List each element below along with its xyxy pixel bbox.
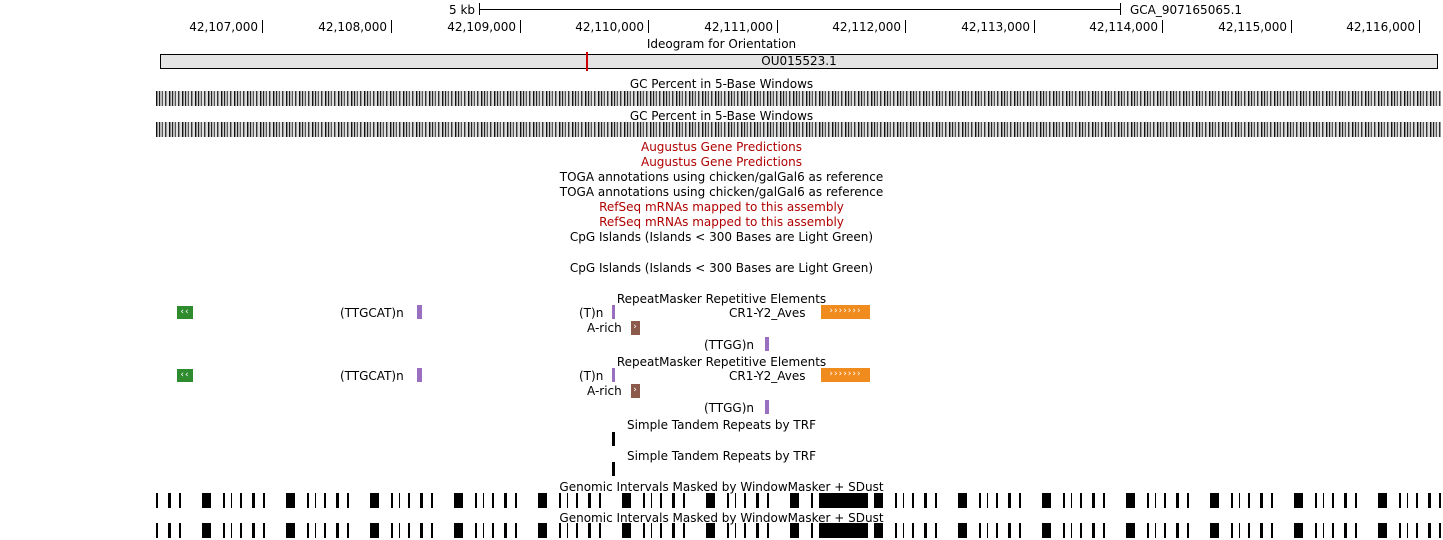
ruler-tick bbox=[1162, 20, 1163, 33]
coord-label: 42,108,000 bbox=[318, 20, 387, 34]
ruler-tick bbox=[520, 20, 521, 33]
repeat-simple-feature[interactable] bbox=[612, 305, 615, 319]
ruler-tick bbox=[1419, 20, 1420, 33]
chevron-right-icon: › bbox=[633, 385, 638, 395]
chromosome-label: OU015523.1 bbox=[761, 54, 837, 68]
coord-label: 42,115,000 bbox=[1218, 20, 1287, 34]
gc-track-title[interactable]: GC Percent in 5-Base Windows bbox=[629, 109, 814, 123]
cpg-track-title[interactable]: CpG Islands (Islands < 300 Bases are Lig… bbox=[569, 261, 874, 275]
toga-track-title[interactable]: TOGA annotations using chicken/galGal6 a… bbox=[559, 170, 884, 184]
assembly-label: GCA_907165065.1 bbox=[1130, 3, 1243, 17]
augustus-track-title[interactable]: Augustus Gene Predictions bbox=[640, 155, 802, 169]
coord-label: 42,113,000 bbox=[961, 20, 1030, 34]
repeat-simple-feature[interactable] bbox=[612, 368, 615, 382]
repeat-label: (TTGCAT)n bbox=[340, 369, 404, 383]
repeat-simple-feature[interactable] bbox=[417, 368, 422, 382]
ruler-tick bbox=[648, 20, 649, 33]
repeat-label: (TTGCAT)n bbox=[340, 306, 404, 320]
coord-label: 42,116,000 bbox=[1346, 20, 1415, 34]
ruler-tick bbox=[1291, 20, 1292, 33]
coord-label: 42,110,000 bbox=[575, 20, 644, 34]
chevron-left-icon: ‹‹ bbox=[180, 370, 190, 380]
gc-track-title[interactable]: GC Percent in 5-Base Windows bbox=[629, 77, 814, 91]
ruler-tick bbox=[262, 20, 263, 33]
repeat-label: (TTGG)n bbox=[704, 401, 755, 415]
windowmasker-features[interactable] bbox=[156, 523, 1441, 538]
trf-track-title[interactable]: Simple Tandem Repeats by TRF bbox=[626, 449, 816, 463]
trf-track-title[interactable]: Simple Tandem Repeats by TRF bbox=[626, 418, 816, 432]
scale-right-cap bbox=[1120, 3, 1121, 15]
toga-track-title[interactable]: TOGA annotations using chicken/galGal6 a… bbox=[559, 185, 884, 199]
repeat-lowcomplexity-feature[interactable]: › bbox=[631, 384, 640, 398]
refseq-track-title[interactable]: RefSeq mRNAs mapped to this assembly bbox=[599, 215, 844, 229]
trf-feature[interactable] bbox=[612, 432, 615, 446]
ruler-tick bbox=[1034, 20, 1035, 33]
cpg-track-title[interactable]: CpG Islands (Islands < 300 Bases are Lig… bbox=[569, 230, 874, 244]
trf-feature[interactable] bbox=[612, 462, 615, 476]
repeat-sine-feature[interactable]: ‹‹ bbox=[177, 306, 193, 319]
chevron-left-icon: ‹‹ bbox=[180, 307, 190, 317]
repeatmasker-track-title[interactable]: RepeatMasker Repetitive Elements bbox=[616, 355, 827, 369]
repeat-label: A-rich bbox=[587, 321, 622, 335]
coord-label: 42,111,000 bbox=[704, 20, 773, 34]
ideogram-position-marker bbox=[586, 52, 588, 71]
repeat-simple-feature[interactable] bbox=[417, 305, 422, 319]
scale-line bbox=[479, 9, 1120, 10]
coord-label: 42,107,000 bbox=[189, 20, 258, 34]
repeat-label: CR1-Y2_Aves bbox=[729, 369, 806, 383]
scale-label: 5 kb bbox=[449, 3, 476, 17]
ruler-tick bbox=[777, 20, 778, 33]
repeat-simple-feature[interactable] bbox=[765, 400, 769, 414]
repeat-label: (TTGG)n bbox=[704, 338, 755, 352]
repeat-line-feature[interactable]: ››››››› bbox=[821, 368, 870, 382]
chevron-right-icon: ››››››› bbox=[829, 306, 862, 316]
repeat-lowcomplexity-feature[interactable]: › bbox=[631, 321, 640, 335]
ruler-tick bbox=[391, 20, 392, 33]
repeat-simple-feature[interactable] bbox=[765, 337, 769, 351]
repeat-label: CR1-Y2_Aves bbox=[729, 306, 806, 320]
scale-left-cap bbox=[479, 3, 480, 15]
windowmasker-features[interactable] bbox=[156, 493, 1441, 508]
repeatmasker-track-title[interactable]: RepeatMasker Repetitive Elements bbox=[616, 292, 827, 306]
chevron-right-icon: ››››››› bbox=[829, 369, 862, 379]
refseq-track-title[interactable]: RefSeq mRNAs mapped to this assembly bbox=[599, 200, 844, 214]
windowmasker-track-title[interactable]: Genomic Intervals Masked by WindowMasker… bbox=[559, 480, 884, 494]
gc-percent-density[interactable] bbox=[156, 91, 1441, 106]
coord-label: 42,114,000 bbox=[1089, 20, 1158, 34]
gc-percent-density[interactable] bbox=[156, 122, 1441, 137]
repeat-sine-feature[interactable]: ‹‹ bbox=[177, 369, 193, 382]
coord-label: 42,112,000 bbox=[832, 20, 901, 34]
repeat-label: (T)n bbox=[579, 306, 604, 320]
chevron-right-icon: › bbox=[633, 322, 638, 332]
repeat-label: (T)n bbox=[579, 369, 604, 383]
coord-label: 42,109,000 bbox=[447, 20, 516, 34]
ruler-tick bbox=[905, 20, 906, 33]
ideogram-title: Ideogram for Orientation bbox=[646, 37, 797, 51]
repeat-line-feature[interactable]: ››››››› bbox=[821, 305, 870, 319]
repeat-label: A-rich bbox=[587, 384, 622, 398]
ideogram-bar[interactable]: OU015523.1 bbox=[160, 52, 1438, 71]
windowmasker-track-title[interactable]: Genomic Intervals Masked by WindowMasker… bbox=[559, 511, 884, 525]
augustus-track-title[interactable]: Augustus Gene Predictions bbox=[640, 140, 802, 154]
